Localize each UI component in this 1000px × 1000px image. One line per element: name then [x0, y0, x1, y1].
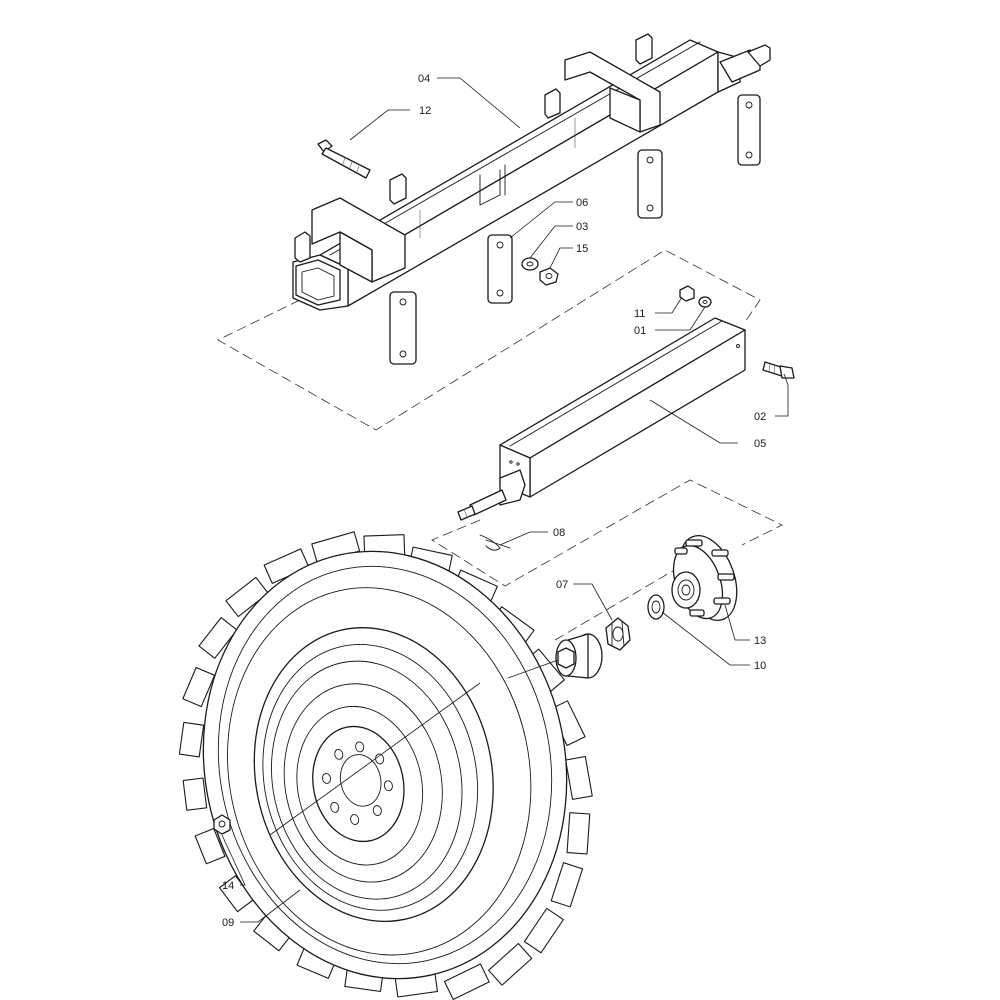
- callout-14: 14: [222, 880, 234, 892]
- callout-10: 10: [754, 660, 766, 672]
- callout-07: 07: [556, 579, 568, 591]
- callout-13: 13: [754, 635, 766, 647]
- callout-04: 04: [418, 73, 430, 85]
- callout-labels: 04 12 06 03 15 11 01 02 05 08 07 13 10 1…: [222, 73, 766, 929]
- leader-lines: [221, 77, 789, 923]
- washer-10: [647, 594, 665, 620]
- main-frame-beam: [292, 33, 771, 311]
- axle-tube: [457, 317, 746, 521]
- callout-02: 02: [754, 411, 766, 423]
- callout-03: 03: [576, 221, 588, 233]
- wheel-hub: [671, 535, 738, 621]
- dust-cap: [555, 633, 603, 679]
- bolt-02: [762, 361, 795, 379]
- nut-washer-11-01: [679, 285, 712, 308]
- callout-08: 08: [553, 527, 565, 539]
- wheel-tyre: [178, 531, 593, 1000]
- wheel-nut-14: [213, 814, 231, 835]
- callout-05: 05: [754, 438, 766, 450]
- callout-12: 12: [419, 105, 431, 117]
- callout-09: 09: [222, 917, 234, 929]
- split-pin-08: [479, 534, 511, 551]
- callout-06: 06: [576, 197, 588, 209]
- bolt-12: [317, 139, 371, 179]
- callout-01: 01: [634, 325, 646, 337]
- castle-nut-07: [605, 617, 631, 651]
- clamp-plates: [389, 94, 761, 365]
- callout-15: 15: [576, 243, 588, 255]
- washer-nut-03-15: [521, 257, 559, 286]
- callout-11: 11: [634, 308, 645, 320]
